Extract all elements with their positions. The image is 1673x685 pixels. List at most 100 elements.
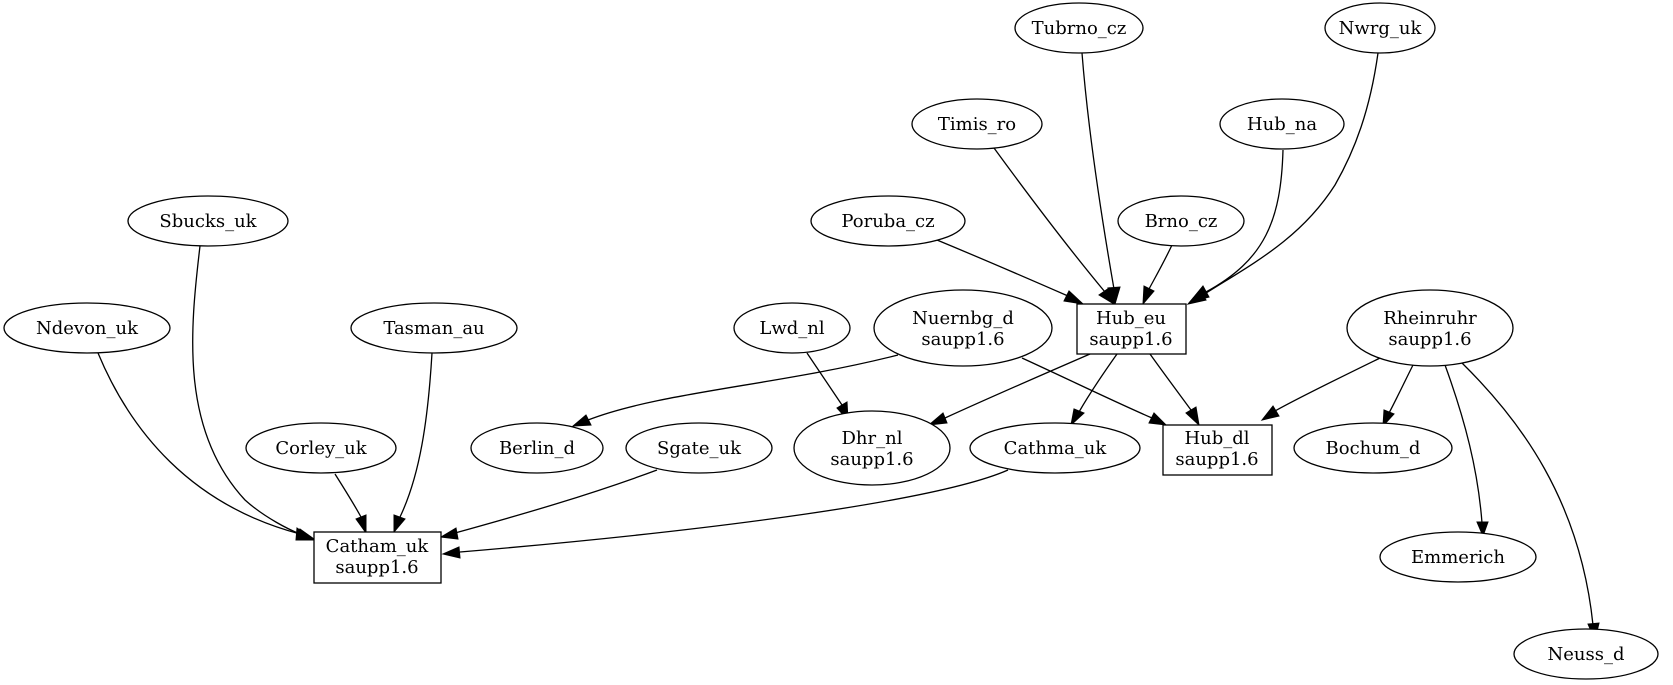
- edge-sbucks-uk-catham-uk: [192, 245, 301, 535]
- edge-ndevon-uk-catham-uk: [97, 352, 301, 535]
- node-hub-eu[interactable]: Hub_eu saupp1.6: [1076, 303, 1187, 355]
- node-catham-uk[interactable]: Catham_uk saupp1.6: [313, 531, 442, 584]
- node-berlin-d[interactable]: Berlin_d: [470, 422, 604, 474]
- node-corley-uk-shape: [245, 422, 397, 474]
- nodes: Tubrno_cz Nwrg_uk Timis_ro Hub_na Sbucks…: [3, 2, 1659, 680]
- edge-rheinruhr-neuss-d: [1461, 362, 1594, 626]
- node-dhr-nl-shape: [793, 410, 951, 486]
- node-ndevon-uk-label: Ndevon_uk: [36, 318, 139, 339]
- node-hub-eu-label-line2: saupp1.6: [1089, 329, 1172, 350]
- edge-hub-eu-dhr-nl: [944, 353, 1091, 419]
- edge-tubrno-cz-hub-eu: [1081, 52, 1115, 290]
- arrowhead-hub-eu-dhr-nl: [927, 412, 948, 426]
- node-corley-uk[interactable]: Corley_uk: [245, 422, 397, 474]
- node-emmerich-shape: [1379, 531, 1537, 583]
- node-sbucks-uk-shape: [127, 195, 289, 247]
- edge-rheinruhr-bochum-d: [1388, 364, 1414, 414]
- node-hub-dl[interactable]: Hub_dl saupp1.6: [1162, 424, 1273, 476]
- node-hub-eu-label-line1: Hub_eu: [1096, 308, 1166, 329]
- arrowhead-brno-cz-hub-eu: [1142, 285, 1155, 306]
- node-catham-uk-shape: [313, 531, 442, 584]
- node-tasman-au-shape: [350, 302, 518, 354]
- node-tubrno-cz-shape: [1014, 2, 1144, 54]
- node-sgate-uk[interactable]: Sgate_uk: [625, 422, 773, 474]
- node-hub-dl-label-line1: Hub_dl: [1184, 428, 1249, 449]
- node-catham-uk-label-line2: saupp1.6: [335, 557, 418, 578]
- edge-corley-uk-catham-uk: [334, 473, 362, 518]
- node-sbucks-uk[interactable]: Sbucks_uk: [127, 195, 289, 247]
- node-berlin-d-label: Berlin_d: [499, 438, 575, 459]
- arrowhead-hub-eu-hub-dl: [1185, 406, 1200, 427]
- node-nwrg-uk[interactable]: Nwrg_uk: [1324, 2, 1436, 54]
- node-sgate-uk-shape: [625, 422, 773, 474]
- node-timis-ro-shape: [911, 98, 1043, 150]
- node-hub-eu-shape: [1076, 303, 1187, 355]
- node-brno-cz-shape: [1117, 195, 1245, 247]
- node-hub-na-label: Hub_na: [1247, 114, 1317, 135]
- node-hub-dl-shape: [1162, 424, 1273, 476]
- edge-cathma-uk-catham-uk: [459, 469, 1009, 553]
- node-dhr-nl[interactable]: Dhr_nl saupp1.6: [793, 410, 951, 486]
- node-dhr-nl-label-line2: saupp1.6: [830, 449, 913, 470]
- edges: [97, 52, 1600, 642]
- edge-hub-na-hub-eu: [1205, 149, 1284, 293]
- node-hub-na[interactable]: Hub_na: [1219, 98, 1345, 150]
- node-nuernbg-d-label-line2: saupp1.6: [921, 329, 1004, 350]
- node-rheinruhr[interactable]: Rheinruhr saupp1.6: [1346, 289, 1514, 367]
- node-lwd-nl[interactable]: Lwd_nl: [733, 302, 851, 354]
- edge-nuernbg-d-berlin-d: [587, 354, 899, 421]
- node-timis-ro[interactable]: Timis_ro: [911, 98, 1043, 150]
- node-timis-ro-label: Timis_ro: [938, 114, 1016, 135]
- node-poruba-cz-shape: [810, 195, 966, 247]
- arrowhead-rheinruhr-bochum-d: [1382, 409, 1395, 428]
- node-tasman-au-label: Tasman_au: [383, 318, 484, 339]
- node-brno-cz-label: Brno_cz: [1145, 211, 1218, 232]
- node-nwrg-uk-label: Nwrg_uk: [1339, 18, 1423, 39]
- edge-tasman-au-catham-uk: [399, 352, 433, 518]
- arrowhead-nuernbg-d-berlin-d: [571, 414, 592, 427]
- edge-nuernbg-d-hub-dl: [1021, 357, 1153, 419]
- node-poruba-cz-label: Poruba_cz: [841, 211, 934, 232]
- node-brno-cz[interactable]: Brno_cz: [1117, 195, 1245, 247]
- node-ndevon-uk-shape: [3, 302, 171, 354]
- node-neuss-d-shape: [1513, 628, 1659, 680]
- node-bochum-d[interactable]: Bochum_d: [1293, 422, 1453, 474]
- node-bochum-d-label: Bochum_d: [1326, 438, 1421, 459]
- arrowhead-timis-ro-hub-eu: [1098, 287, 1115, 306]
- arrowhead-hub-eu-cathma-uk: [1070, 408, 1085, 427]
- arrowhead-poruba-cz-hub-eu: [1063, 290, 1085, 305]
- arrowhead-sgate-uk-catham-uk: [439, 527, 459, 540]
- node-cathma-uk-shape: [969, 422, 1141, 474]
- node-sgate-uk-label: Sgate_uk: [657, 438, 742, 459]
- edge-hub-eu-hub-dl: [1149, 353, 1192, 411]
- edge-lwd-nl-dhr-nl: [806, 352, 843, 406]
- arrowhead-ndevon-uk-catham-uk: [296, 528, 316, 540]
- node-neuss-d-label: Neuss_d: [1548, 644, 1625, 665]
- node-nwrg-uk-shape: [1324, 2, 1436, 54]
- arrowhead-corley-uk-catham-uk: [355, 514, 367, 535]
- edge-hub-eu-cathma-uk: [1078, 353, 1118, 413]
- node-nuernbg-d[interactable]: Nuernbg_d saupp1.6: [873, 289, 1053, 367]
- node-hub-na-shape: [1219, 98, 1345, 150]
- edge-rheinruhr-emmerich: [1444, 364, 1483, 524]
- arrowhead-rheinruhr-hub-dl: [1260, 405, 1280, 421]
- node-rheinruhr-label-line2: saupp1.6: [1388, 329, 1471, 350]
- edge-sgate-uk-catham-uk: [454, 469, 658, 534]
- node-tubrno-cz[interactable]: Tubrno_cz: [1014, 2, 1144, 54]
- node-lwd-nl-shape: [733, 302, 851, 354]
- arrowhead-cathma-uk-catham-uk: [441, 546, 461, 559]
- node-rheinruhr-label-line1: Rheinruhr: [1383, 308, 1477, 329]
- node-lwd-nl-label: Lwd_nl: [759, 318, 824, 339]
- node-cathma-uk[interactable]: Cathma_uk: [969, 422, 1141, 474]
- arrowhead-rheinruhr-emmerich: [1476, 521, 1489, 538]
- arrowhead-nuernbg-d-hub-dl: [1148, 412, 1168, 426]
- node-emmerich[interactable]: Emmerich: [1379, 531, 1537, 583]
- node-tasman-au[interactable]: Tasman_au: [350, 302, 518, 354]
- node-neuss-d[interactable]: Neuss_d: [1513, 628, 1659, 680]
- node-ndevon-uk[interactable]: Ndevon_uk: [3, 302, 171, 354]
- node-cathma-uk-label: Cathma_uk: [1004, 438, 1108, 459]
- node-catham-uk-label-line1: Catham_uk: [326, 536, 430, 557]
- edge-brno-cz-hub-eu: [1148, 244, 1173, 290]
- node-poruba-cz[interactable]: Poruba_cz: [810, 195, 966, 247]
